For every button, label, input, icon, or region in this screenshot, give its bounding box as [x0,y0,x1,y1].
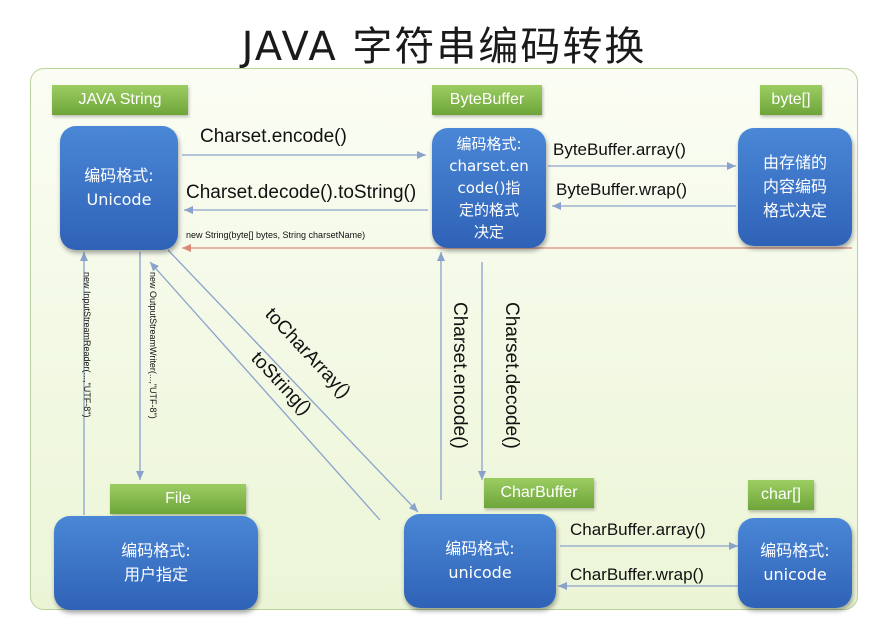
label-charbuffer-wrap: CharBuffer.wrap() [570,565,704,584]
label-charbuffer-array: CharBuffer.array() [570,520,706,539]
tag-file: File [110,484,246,514]
arrow-to-char-array [167,249,419,513]
box-charbuffer-unicode: 编码格式: unicode [404,514,556,608]
box-char-array-unicode: 编码格式: unicode [738,518,852,608]
tag-java-string: JAVA String [52,85,188,115]
page-title: JAVA 字符串编码转换 [241,24,647,70]
tag-charbuffer: CharBuffer [484,478,594,508]
label-bytebuffer-array: ByteBuffer.array() [553,140,686,159]
tag-char-array: char[] [748,480,814,510]
label-input-stream-reader: new InputStreamReader(...,"UTF-8") [82,272,92,418]
tag-byte-array: byte[] [760,85,822,115]
box-java-string-unicode: 编码格式: Unicode [60,126,178,250]
label-output-stream-writer: new OutputStreamWriter(...,"UTF-8") [148,272,158,419]
label-charset-encode: Charset.encode() [200,126,347,147]
label-v-charset-encode: Charset.encode() [449,302,470,449]
arrow-to-string [149,261,381,521]
label-bytebuffer-wrap: ByteBuffer.wrap() [556,180,688,199]
label-new-string: new String(byte[] bytes, String charsetN… [186,230,366,240]
box-file-format: 编码格式: 用户指定 [54,516,258,610]
box-byte-array-format: 由存储的 内容编码 格式决定 [738,128,852,246]
label-v-charset-decode: Charset.decode() [501,302,522,449]
box-bytebuffer-format: 编码格式: charset.en code()指 定的格式 决定 [432,128,546,248]
tag-bytebuffer: ByteBuffer [432,85,542,115]
label-charset-decode-tostring: Charset.decode().toString() [186,182,417,203]
